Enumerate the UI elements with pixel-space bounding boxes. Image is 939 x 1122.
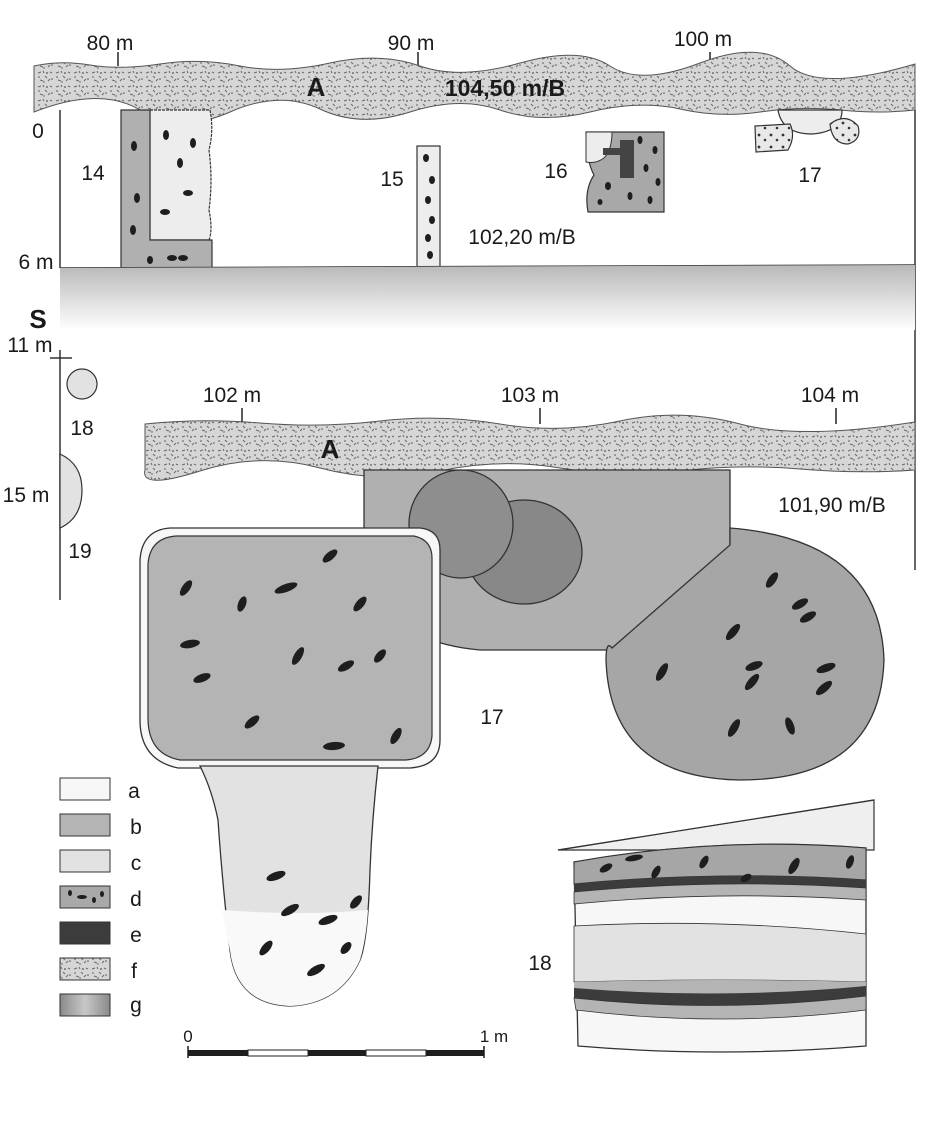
elevation-bottom: 101,90 m/B (778, 494, 885, 517)
feature-15-label: 15 (380, 168, 403, 191)
tick-label-102: 102 m (203, 384, 261, 407)
legend-swatch-f (59, 957, 111, 981)
legend-key-f: f (131, 960, 137, 983)
tick-label-100: 100 m (674, 28, 732, 51)
feature-14 (120, 109, 213, 269)
depth-0: 0 (32, 120, 44, 143)
depth-15: 15 m (3, 484, 50, 507)
legend-key-e: e (130, 924, 142, 947)
tick-label-80: 80 m (87, 32, 134, 55)
legend: a b c d e f g (59, 777, 142, 1017)
legend-key-a: a (128, 780, 140, 803)
feature-19-side-label: 19 (68, 540, 91, 563)
feature-17-top-label: 17 (798, 164, 821, 187)
depth-11: 11 m (7, 334, 52, 357)
legend-swatch-d (59, 885, 111, 909)
legend-swatch-b (59, 813, 111, 837)
legend-swatch-e (59, 921, 111, 945)
legend-key-d: d (130, 888, 142, 911)
legend-swatch-c (59, 849, 111, 873)
right-round-pit (605, 527, 885, 781)
side-profile: S 11 m 18 15 m 19 (3, 304, 98, 600)
left-square-pit (139, 527, 441, 769)
tick-label-103: 103 m (501, 384, 559, 407)
feature-16-label: 16 (544, 160, 567, 183)
feature-18-section-label: 18 (528, 952, 551, 975)
elevation-mid: 102,20 m/B (468, 226, 575, 249)
legend-key-g: g (130, 994, 142, 1017)
feature-18-section (557, 799, 875, 1053)
depth-6: 6 m (18, 251, 53, 274)
feature-16 (585, 131, 665, 213)
feature-18-side (66, 368, 98, 400)
feature-17-bottom-label: 17 (480, 706, 503, 729)
direction-s: S (29, 304, 46, 334)
top-section: 80 m 90 m 100 m A 104,50 m/B 0 6 m 1 (18, 28, 916, 570)
feature-17-top (754, 109, 860, 153)
legend-key-b: b (130, 816, 142, 839)
legend-swatch-g (59, 993, 111, 1017)
lower-pit-neck (198, 765, 379, 1007)
feature-19-side (59, 453, 83, 529)
scale-end: 1 m (480, 1027, 508, 1046)
feature-18-side-label: 18 (70, 417, 93, 440)
scale-bar: 0 1 m (183, 1027, 508, 1058)
bottom-section: 102 m 103 m 104 m A 101,90 m/B (139, 384, 916, 1053)
layer-a-label-bottom: A (321, 434, 340, 464)
feature-15 (416, 145, 441, 269)
scale-start: 0 (183, 1027, 192, 1046)
elevation-top: 104,50 m/B (445, 75, 565, 101)
fade-band-g (60, 265, 915, 330)
legend-swatch-a (59, 777, 111, 801)
tick-label-104: 104 m (801, 384, 859, 407)
legend-key-c: c (131, 852, 142, 875)
tick-label-90: 90 m (388, 32, 435, 55)
layer-a-label-top: A (307, 72, 326, 102)
feature-14-label: 14 (81, 162, 105, 185)
gravel-layer-top (33, 51, 916, 123)
gravel-layer-bottom (144, 414, 916, 481)
